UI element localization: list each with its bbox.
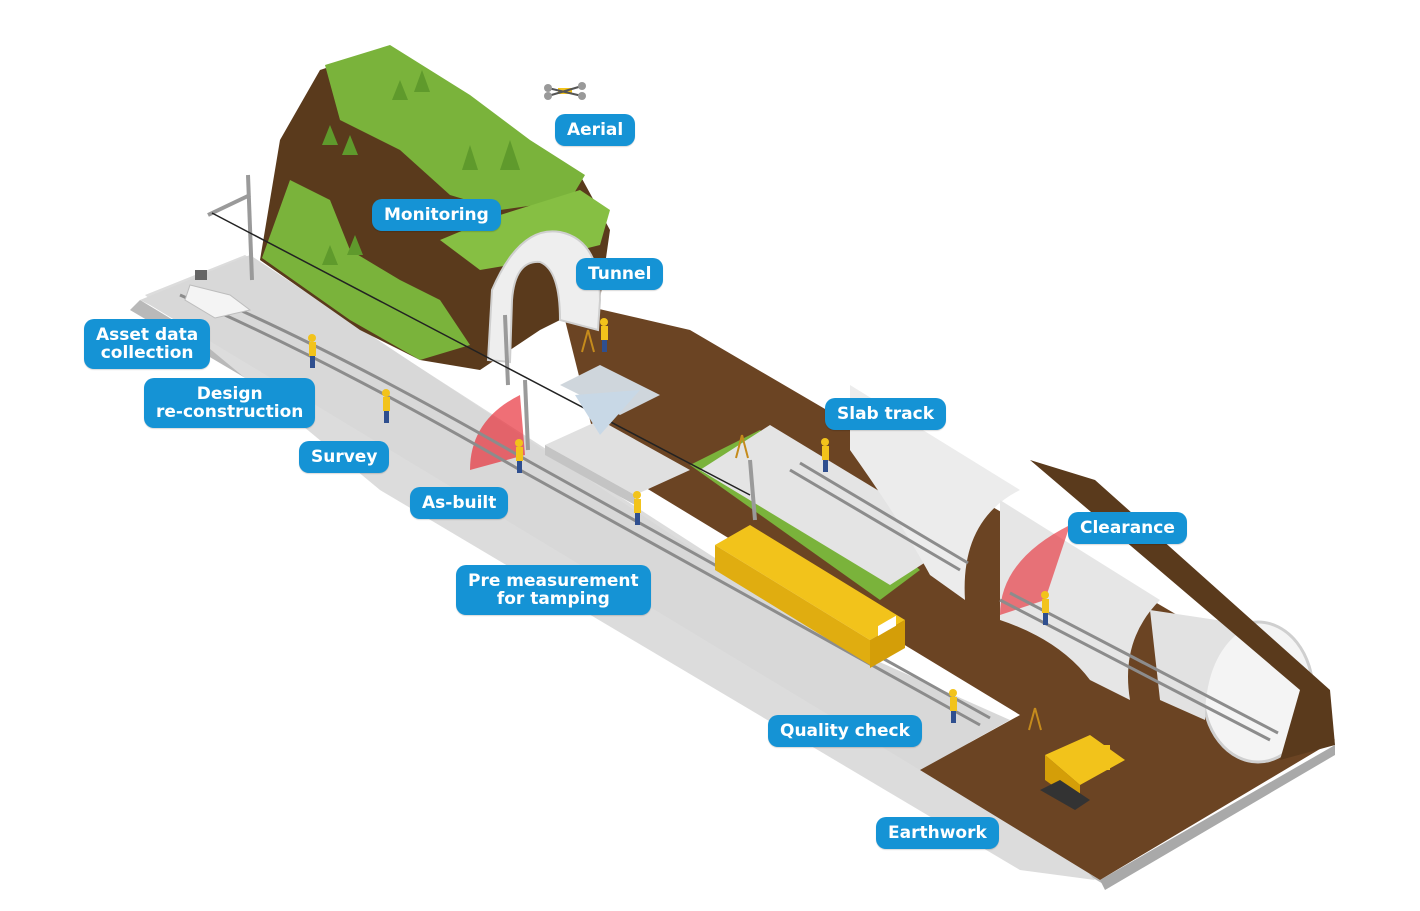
label-clearance: Clearance [1068,512,1187,544]
label-pre-measurement-tamping: Pre measurement for tamping [456,565,651,615]
trees [322,70,520,265]
clearance-scan-cone [1000,525,1070,615]
worker [821,438,829,472]
soil-wall-right [1030,460,1335,760]
mountain-grass-top [325,45,585,210]
station-canopy [575,390,640,435]
bulldozer [1040,735,1125,810]
label-as-built: As-built [410,487,509,519]
label-asset-data-collection: Asset data collection [84,319,211,369]
worker [308,334,316,368]
mountain-grass-left [262,180,470,360]
worker [600,318,608,352]
station-pad [560,365,660,415]
catenary-mast [207,174,757,521]
worker [949,689,957,723]
label-survey: Survey [299,441,390,473]
worker [1041,591,1049,625]
label-slab-track: Slab track [825,398,946,430]
base-slab-front [1100,745,1335,890]
label-earthwork: Earthwork [876,817,999,849]
tunnel-tube-1 [850,385,1020,600]
catenary-wire [211,212,751,496]
label-tunnel: Tunnel [576,258,664,290]
worker [382,389,390,423]
worker [633,491,641,525]
slab-track-pad [700,425,960,585]
gravel-bed-left [140,255,1010,770]
drone-icon [544,82,586,100]
worker [515,439,523,473]
label-monitoring: Monitoring [372,199,501,231]
station-platform [545,420,690,495]
survey-tripod [581,329,1042,731]
tunnel-portal [486,230,602,364]
road-rail-vehicle [184,270,252,319]
label-aerial: Aerial [555,114,636,146]
workers [308,318,1049,723]
label-quality-check: Quality check [768,715,922,747]
station-platform-front [545,445,635,505]
tunnel-tube-3 [1150,610,1250,720]
rail-track-slab [789,461,969,572]
tamping-machine [715,525,905,668]
label-design-reconstruction: Design re-construction [144,378,316,428]
